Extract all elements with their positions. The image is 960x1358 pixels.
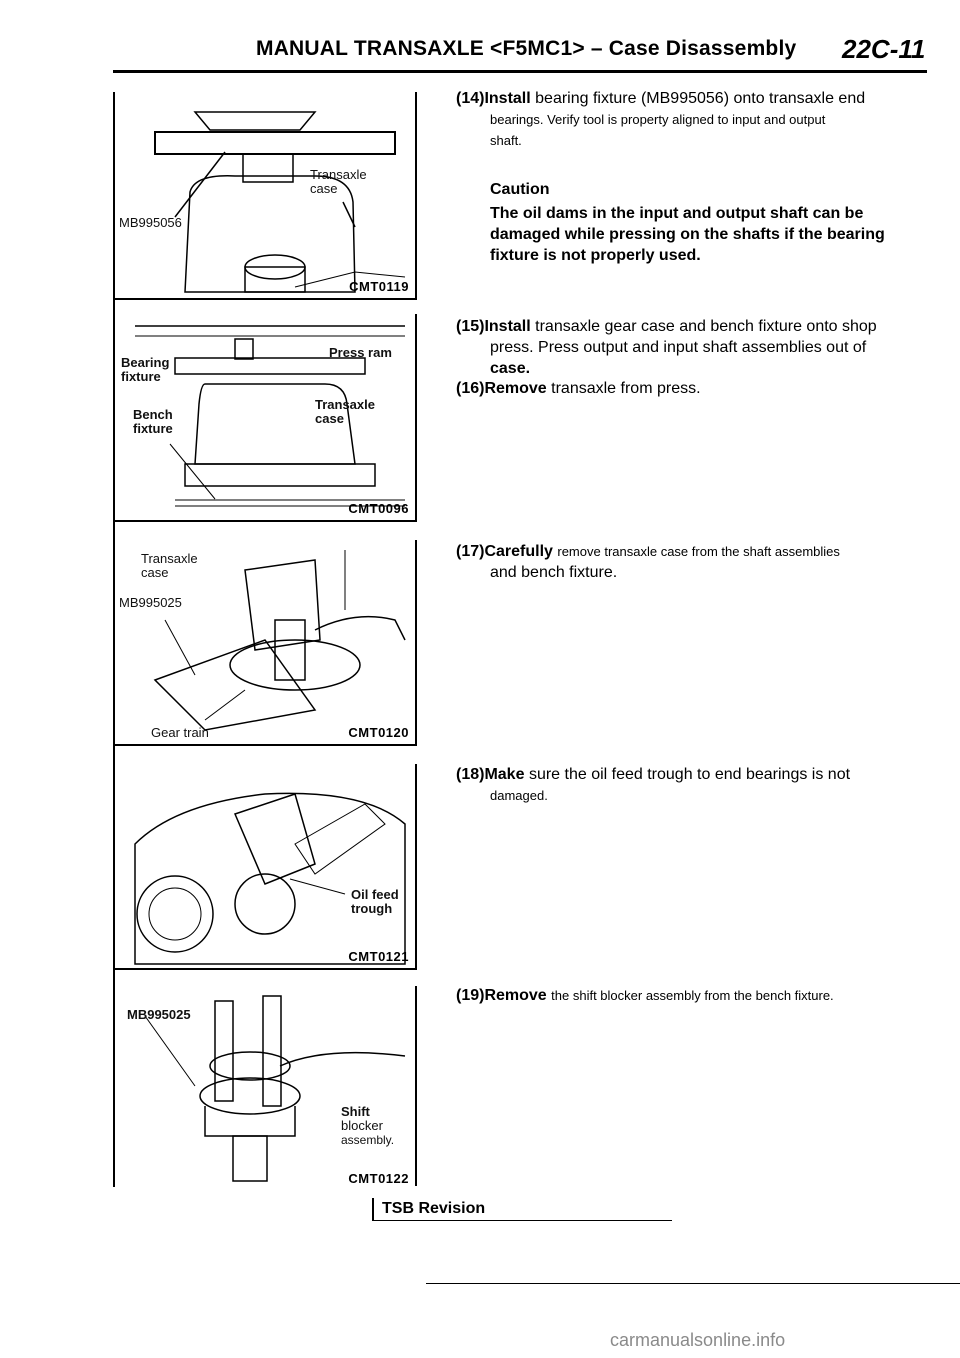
- step-15-line2: press. Press output and input shaft asse…: [490, 339, 867, 356]
- figure-cmt0096: Bearing fixture Press ram Bench fixture …: [115, 314, 417, 522]
- figure-cmt0120: Transaxle case MB995025 Gear train CMT01…: [115, 540, 417, 746]
- page-title: MANUAL TRANSAXLE <F5MC1> – Case Disassem…: [256, 37, 797, 60]
- step-15: (15)Install transaxle gear case and benc…: [456, 316, 926, 379]
- step-15-line1: transaxle gear case and bench fixture on…: [535, 318, 877, 335]
- step-18-line1: sure the oil feed trough to end bearings…: [528, 766, 851, 783]
- step-19-text: the shift blocker assembly from the benc…: [551, 988, 834, 1003]
- step-18-number: (18)Make: [456, 766, 525, 783]
- fig2-label-bearing-fixture: Bearing fixture: [121, 355, 170, 384]
- fig3-label-mb995025: MB995025: [119, 595, 182, 610]
- bottom-rule: [426, 1283, 960, 1284]
- step-17-number: (17)Carefully: [456, 543, 553, 560]
- bearing-fixture-illustration: [154, 111, 406, 293]
- figure-cmt0121: Oil feed trough CMT0121: [115, 764, 417, 970]
- oil-feed-trough-illustration: [134, 792, 406, 965]
- step-15-line3: case.: [490, 360, 531, 377]
- figure-column-rule: [113, 92, 115, 1187]
- footer-revision: TSB Revision: [372, 1196, 672, 1221]
- step-18-line2: damaged.: [490, 788, 548, 803]
- fig5-label-assembly: assembly.: [341, 1133, 395, 1147]
- caution-body: The oil dams in the input and output sha…: [490, 205, 885, 264]
- step-19-number: (19)Remove: [456, 987, 547, 1004]
- step-16: (16)Remove transaxle from press.: [456, 378, 926, 399]
- fig2-id: CMT0096: [348, 501, 409, 516]
- step-16-number: (16)Remove: [456, 380, 547, 397]
- fig2-label-bench-fixture: Bench fixture: [133, 407, 173, 436]
- fig5-label-blocker: blocker: [341, 1118, 383, 1133]
- fig2-label-transaxle-case: Transaxle case: [315, 397, 375, 426]
- step-14-line3: shaft.: [490, 133, 522, 148]
- step-14-line2: bearings. Verify tool is property aligne…: [490, 112, 826, 127]
- step-19: (19)Remove the shift blocker assembly fr…: [456, 985, 926, 1006]
- step-16-text: transaxle from press.: [551, 380, 701, 397]
- step-14-line1: bearing fixture (MB995056) onto transaxl…: [535, 90, 866, 107]
- fig2-label-press-ram: Press ram: [329, 345, 392, 360]
- page-code: 22C-11: [842, 34, 926, 64]
- step-14-number: (14)Install: [456, 90, 531, 107]
- figure-cmt0119: Transaxle case MB995056 CMT0119: [115, 92, 417, 300]
- fig3-label-transaxle-case: Transaxle case: [141, 551, 198, 580]
- fig5-label-mb995025: MB995025: [127, 1007, 191, 1022]
- press-ram-illustration: [135, 325, 405, 507]
- fig1-label-transaxle-case: Transaxle case: [310, 167, 367, 196]
- step-18: (18)Make sure the oil feed trough to end…: [456, 764, 926, 806]
- step-17: (17)Carefully remove transaxle case from…: [456, 541, 926, 583]
- fig3-label-gear-train: Gear train: [151, 725, 209, 740]
- watermark: carmanualsonline.info: [610, 1330, 786, 1350]
- fig3-id: CMT0120: [348, 725, 409, 740]
- header-rule: [113, 70, 927, 73]
- gear-train-illustration: [153, 550, 406, 731]
- fig1-label-mb995056: MB995056: [119, 215, 182, 230]
- fig1-id: CMT0119: [349, 279, 409, 294]
- step-17-line1: remove transaxle case from the shaft ass…: [557, 544, 840, 559]
- caution-title: Caution: [490, 181, 550, 198]
- shift-blocker-illustration: [144, 995, 406, 1182]
- fig5-label-shift: Shift: [341, 1104, 370, 1119]
- step-14: (14)Install bearing fixture (MB995056) o…: [456, 88, 926, 151]
- step-17-line2: and bench fixture.: [490, 564, 618, 581]
- footer-label: TSB Revision: [382, 1200, 486, 1217]
- fig4-id: CMT0121: [348, 949, 409, 964]
- figure-cmt0122: MB995025 Shift blocker assembly. CMT0122: [115, 986, 417, 1186]
- step-15-number: (15)Install: [456, 318, 531, 335]
- fig5-id: CMT0122: [348, 1171, 409, 1186]
- footer-bar: [372, 1198, 374, 1220]
- fig4-label-oil-feed-trough: Oil feed trough: [351, 887, 399, 916]
